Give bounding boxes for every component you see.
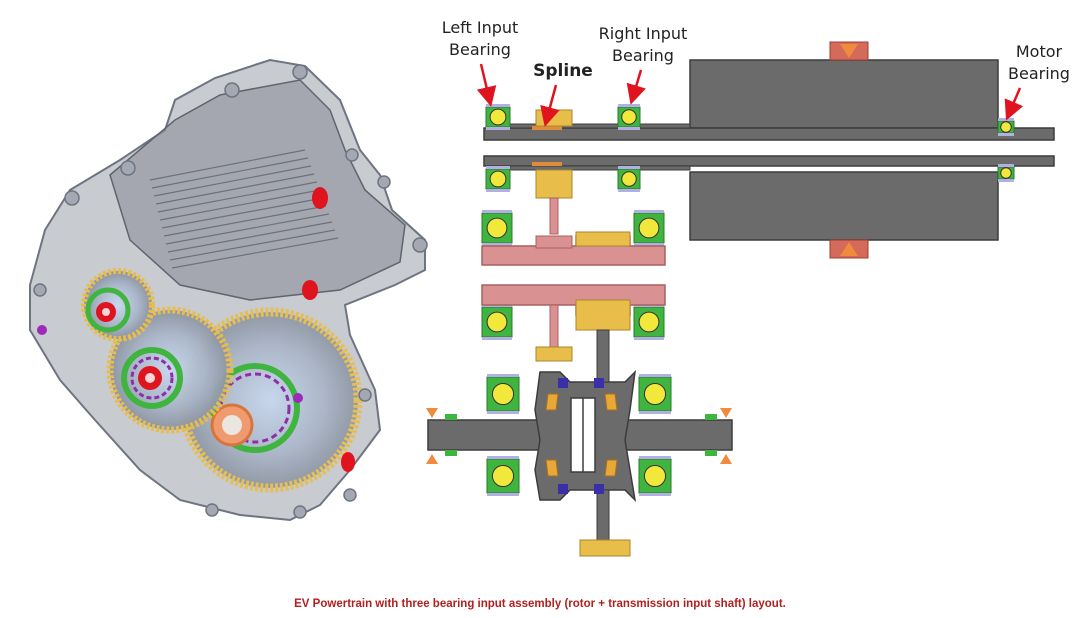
intermediate-bearing-right-upper: [633, 210, 665, 246]
diff-bearing-right-lower: [638, 456, 672, 496]
input-shaft-hole: [102, 308, 110, 316]
input-pinion-web: [549, 197, 559, 235]
diff-bearing-left-lower: [486, 456, 520, 496]
rotor-lower: [689, 171, 999, 241]
output-seals: [445, 414, 717, 456]
intermediate-gear-web: [549, 304, 559, 350]
housing-render: [29, 58, 428, 522]
motor-bearing-arrow: [1004, 87, 1024, 121]
intermediate-gear-bearing: [121, 347, 183, 409]
motor-bearing-top: [997, 118, 1015, 136]
left-input-bearing-top: [485, 104, 511, 130]
purple-pin-1: [37, 325, 47, 335]
motor-bearing-bottom: [997, 164, 1015, 182]
intermediate-bearing-left-upper: [481, 210, 513, 246]
stator-bottom-triangle: [840, 242, 858, 256]
left-input-bearing-label-line1: Left Input: [441, 18, 519, 37]
input-pinion-teeth-top: [535, 109, 573, 127]
motor-bearing-label: Motor Bearing: [1002, 41, 1076, 85]
cross-section: [426, 41, 1055, 557]
right-input-bearing-arrow: [626, 69, 646, 105]
stator-top-triangle: [840, 44, 858, 58]
right-input-bearing-label-line1: Right Input: [598, 24, 688, 43]
diff-bearing-left-upper: [486, 374, 520, 414]
left-input-bearing-label: Left Input Bearing: [432, 17, 528, 61]
figure-caption: EV Powertrain with three bearing input a…: [294, 598, 786, 610]
spline-upper: [532, 126, 562, 130]
right-input-bearing-top: [617, 104, 641, 130]
input-pinion-teeth-bottom: [535, 169, 573, 199]
differential-post: [596, 329, 610, 383]
intermediate-pinion-upper: [575, 231, 631, 247]
output-shaft-center: [222, 415, 242, 435]
powertrain-diagram: [29, 41, 1055, 557]
right-input-bearing-label-line2: Bearing: [612, 46, 674, 65]
input-pinion-bearing: [85, 287, 131, 333]
input-shaft-lower: [509, 165, 691, 171]
intermediate-bearing-left-lower: [481, 304, 513, 340]
output-markers: [426, 408, 732, 464]
right-input-bearing-bottom: [617, 166, 641, 192]
intermediate-shaft-hole: [145, 373, 155, 383]
rotor-shaft-upper: [483, 127, 1055, 141]
red-sensor-2: [302, 280, 318, 300]
intermediate-gear-upper: [535, 235, 573, 249]
intermediate-gear-bearing-inner: [130, 356, 174, 400]
rotor-upper: [689, 59, 999, 129]
input-pinion: [81, 268, 155, 342]
differential-post-lower: [596, 489, 610, 543]
right-input-bearing-label: Right Input Bearing: [593, 23, 693, 67]
left-input-bearing-arrow: [476, 63, 497, 107]
spline-arrow: [540, 84, 560, 127]
intermediate-bearing-right-lower: [633, 304, 665, 340]
motor-bearing-label-line2: Bearing: [1008, 64, 1070, 83]
ring-gear-large-bearing: [219, 372, 291, 444]
diff-bearing-right-upper: [638, 374, 672, 414]
intermediate-gear-teeth: [535, 346, 573, 362]
left-input-bearing-label-line2: Bearing: [449, 40, 511, 59]
housing-bosses: [33, 64, 428, 519]
rotor-shaft-lower: [483, 155, 1055, 167]
spider-gears: [545, 393, 618, 477]
diff-blue-bearings: [558, 378, 604, 494]
left-input-bearing-bottom: [485, 166, 511, 192]
red-sensor-1: [312, 187, 328, 209]
spline-label: Spline: [533, 61, 593, 81]
rotor-fins: [149, 149, 339, 269]
ring-gear-bottom: [579, 539, 631, 557]
motor-bearing-label-line1: Motor: [1015, 42, 1063, 61]
red-sensor-3: [341, 452, 355, 472]
purple-pin-2: [293, 393, 303, 403]
intermediate-pinion-lower: [575, 299, 631, 331]
bearings: [481, 104, 1015, 496]
spline-lower: [532, 162, 562, 166]
